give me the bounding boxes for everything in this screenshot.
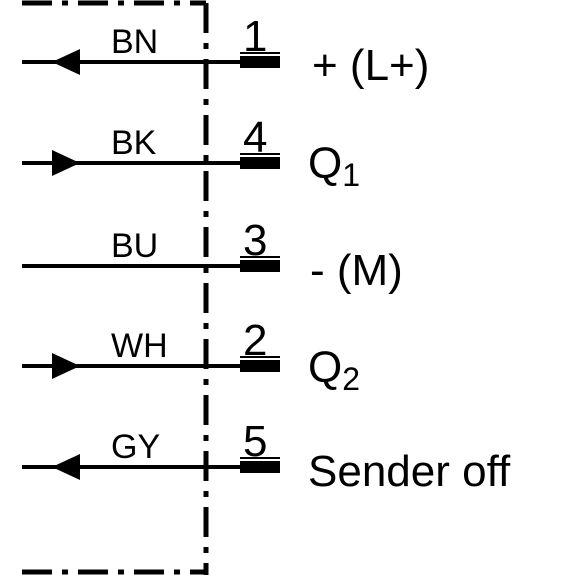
connection-row: BU 3 - (M) [22, 216, 403, 295]
signal-subscript: 2 [342, 361, 360, 397]
right-pointing-icon [52, 353, 80, 379]
connection-row: BK 4 Q1 [22, 113, 360, 193]
wire-color-label: BK [111, 124, 157, 162]
connection-row: GY 5 Sender off [22, 417, 511, 496]
wire-color-label: BU [111, 227, 158, 265]
pin-terminal [240, 56, 280, 68]
pin-terminal [240, 260, 280, 272]
connection-row: WH 2 Q2 [22, 316, 360, 397]
signal-label: Q1 [308, 139, 360, 193]
wire-color-label: BN [111, 23, 158, 61]
housing-boundary [22, 0, 209, 575]
left-pointing-icon [52, 49, 80, 75]
signal-main: Q [308, 343, 342, 392]
signal-label: - (M) [310, 246, 403, 295]
connection-row: BN 1 + (L+) [22, 12, 429, 90]
pin-terminal [240, 157, 280, 169]
left-pointing-icon [52, 454, 80, 480]
wire-color-label: WH [111, 327, 168, 365]
right-pointing-icon [52, 150, 80, 176]
pin-terminal [240, 461, 280, 473]
signal-label: Sender off [308, 447, 511, 496]
signal-label: Q2 [308, 343, 360, 397]
wire-color-label: GY [111, 428, 160, 466]
signal-main: Q [308, 139, 342, 188]
signal-label: + (L+) [312, 41, 429, 90]
signal-subscript: 1 [342, 157, 360, 193]
pin-terminal [240, 360, 280, 372]
